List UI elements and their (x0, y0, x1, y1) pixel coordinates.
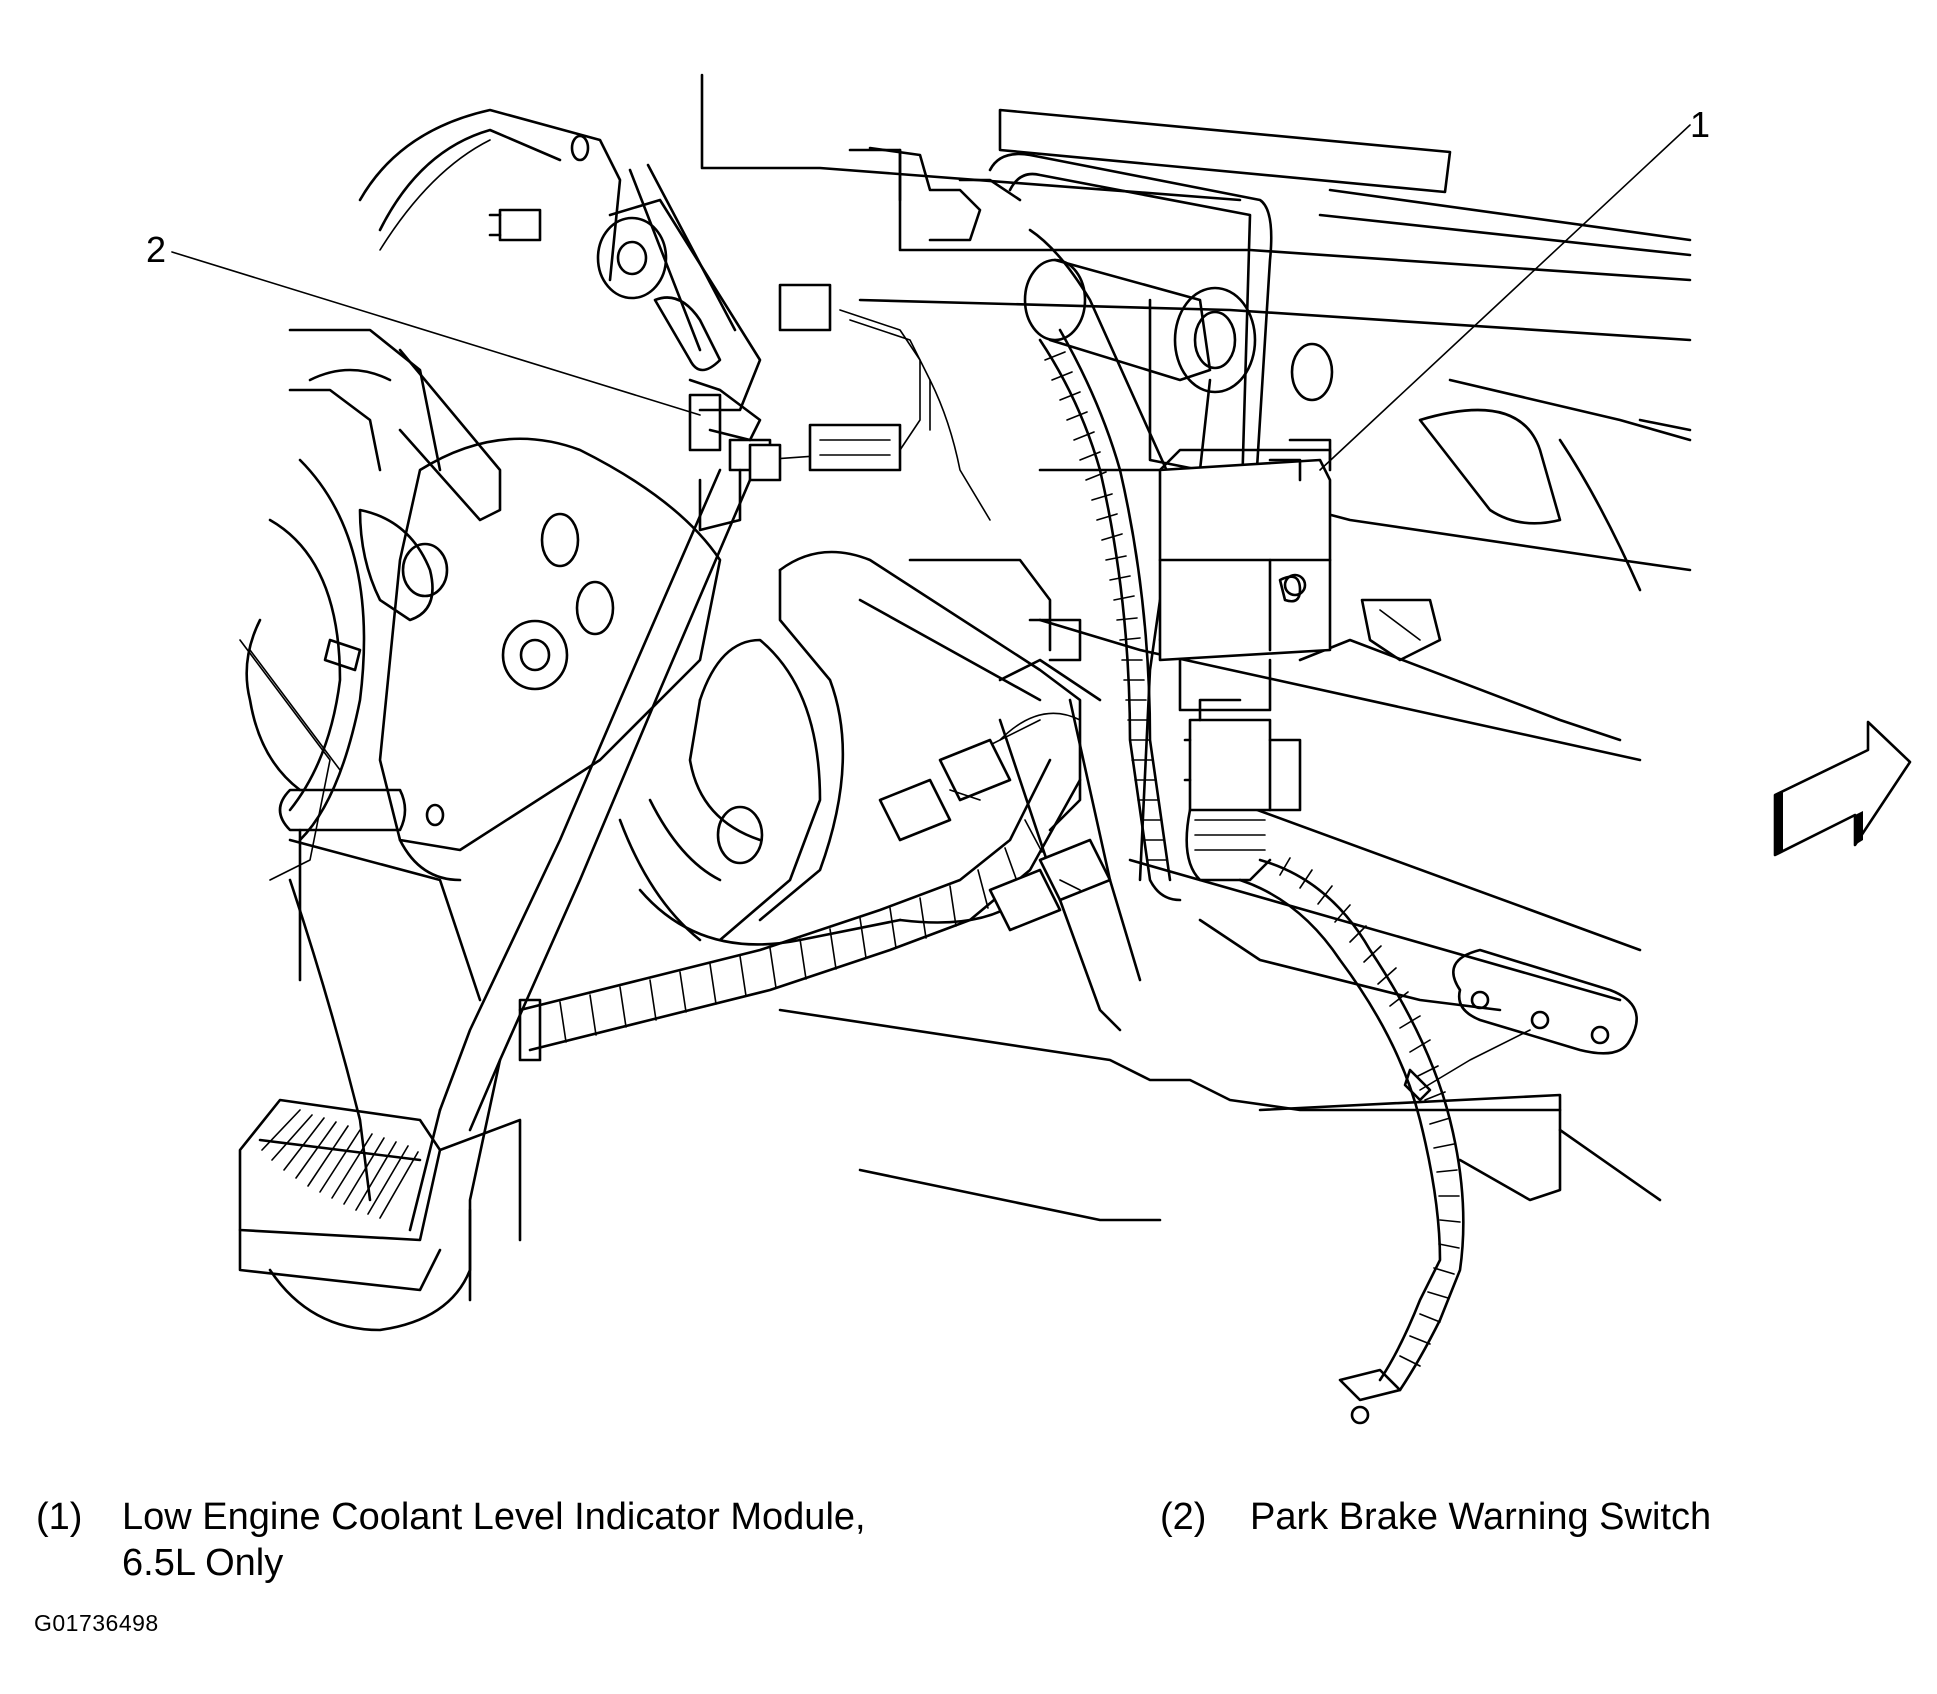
booster-body (618, 550, 1142, 1032)
figure-id: G01736498 (34, 1610, 159, 1636)
wiring-harness (518, 283, 1465, 1425)
brake-pedal-assembly-diagram: 1 2 (146, 73, 1912, 1425)
module-mount-bracket (868, 146, 1332, 882)
callout-2: 2 (146, 229, 701, 416)
svg-text:2: 2 (146, 229, 166, 270)
legend-label: Low Engine Coolant Level Indicator Modul… (122, 1496, 866, 1538)
pedal-support-plate (239, 328, 722, 982)
callout-1: 1 (1319, 104, 1710, 471)
legend-item-1: (1) Low Engine Coolant Level Indicator M… (36, 1494, 1036, 1594)
forward-arrow-icon (1773, 720, 1912, 857)
brake-pedal-pad (238, 838, 522, 1332)
legend-label-continued: 6.5L Only (122, 1542, 284, 1584)
legend-label: Park Brake Warning Switch (1250, 1496, 1712, 1538)
svg-text:1: 1 (1690, 104, 1710, 145)
legend-number: (2) (1160, 1496, 1207, 1538)
legend-item-2: (2) Park Brake Warning Switch (1160, 1494, 1860, 1544)
legend-number: (1) (36, 1496, 83, 1538)
dash-structure (700, 73, 1692, 1222)
